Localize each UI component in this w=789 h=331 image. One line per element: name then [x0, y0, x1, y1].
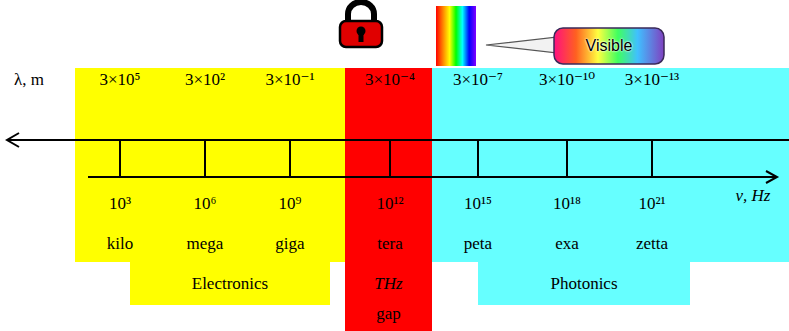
- si-prefix-holder: kilo: [107, 235, 133, 254]
- wavelength-value: 3×10²: [185, 71, 225, 90]
- electronics-bar: Electronics: [130, 262, 330, 305]
- wavelength-value-holder: 3×10⁻¹: [265, 71, 314, 90]
- node-title: Photonics: [550, 274, 617, 294]
- si-prefix: zetta: [636, 235, 668, 254]
- si-prefix-holder: mega: [187, 235, 224, 254]
- tick-mark: [389, 140, 391, 177]
- frequency-value: 10⁹: [279, 195, 302, 214]
- wavelength-value-holder: 3×10⁵: [99, 71, 140, 90]
- wavelength-value-holder: 3×10⁻⁷: [453, 71, 503, 90]
- node-text: gap: [376, 299, 401, 329]
- bubble-fill: [554, 28, 664, 64]
- si-prefix-holder: tera: [377, 235, 402, 254]
- padlock-icon: [340, 2, 382, 47]
- frequency-value: 10⁶: [194, 195, 217, 214]
- node-title: Electronics: [192, 274, 268, 294]
- tick-mark: [566, 140, 568, 177]
- si-prefix-holder: zetta: [636, 235, 668, 254]
- wavelength-value: 3×10⁵: [99, 71, 140, 90]
- axis-label: λ, m: [14, 71, 44, 90]
- padlock-body: [340, 21, 382, 47]
- wavelength-value: 3×10⁻⁴: [365, 71, 415, 90]
- frequency-value-holder: 10¹²: [376, 195, 403, 214]
- axis-arrowhead: [7, 133, 19, 147]
- si-prefix: mega: [187, 235, 224, 254]
- frequency-axis: [88, 176, 777, 178]
- node-title: THz: [374, 269, 402, 299]
- rainbow-strip: [436, 6, 476, 66]
- frequency-value-holder: 10⁶: [194, 195, 217, 214]
- si-prefix: kilo: [107, 235, 133, 254]
- wavelength-value-holder: 3×10⁻¹⁰: [539, 71, 595, 90]
- keyhole: [359, 32, 364, 42]
- wavelength-value-holder: 3×10²: [185, 71, 225, 90]
- si-prefix: tera: [377, 235, 402, 254]
- tick-mark: [119, 140, 121, 177]
- wavelength-axis: [7, 139, 789, 141]
- si-prefix-holder: peta: [464, 235, 492, 254]
- frequency-value: 10²¹: [638, 195, 665, 214]
- axis-ticks: [120, 140, 652, 177]
- node-title: Visible: [586, 37, 633, 55]
- wavelength-value: 3×10⁻⁷: [453, 71, 503, 90]
- frequency-value-holder: 10²¹: [638, 195, 665, 214]
- wavelength-value: 3×10⁻¹⁰: [539, 71, 595, 90]
- callout-pointer: [486, 37, 558, 53]
- frequency-value: 10¹⁸: [553, 195, 581, 214]
- keyhole: [357, 27, 366, 36]
- wavelength-value-holder: 3×10⁻¹³: [625, 71, 679, 90]
- frequency-value-holder: 10¹⁵: [464, 195, 492, 214]
- tick-mark: [204, 140, 206, 177]
- tick-mark: [477, 140, 479, 177]
- photonics-region: [432, 68, 789, 262]
- si-prefix: giga: [275, 235, 304, 254]
- frequency-value-holder: 10¹⁸: [553, 195, 581, 214]
- wavelength-value: 3×10⁻¹: [265, 71, 314, 90]
- tick-mark: [651, 140, 653, 177]
- axis-arrowhead: [766, 171, 777, 183]
- photonics-bar: Photonics: [478, 262, 690, 305]
- si-prefix-holder: giga: [275, 235, 304, 254]
- si-prefix: peta: [464, 235, 492, 254]
- frequency-value-holder: 10⁹: [279, 195, 302, 214]
- axis-label-holder: λ, m: [14, 71, 44, 90]
- callout-bubble: Visible: [553, 27, 665, 65]
- axis-label: ν, Hz: [736, 187, 771, 206]
- axis-label-holder: ν, Hz: [736, 187, 771, 206]
- wavelength-value-holder: 3×10⁻⁴: [365, 71, 415, 90]
- frequency-value-holder: 10³: [109, 195, 131, 214]
- padlock-shackle: [348, 2, 374, 24]
- frequency-value: 10¹²: [376, 195, 403, 214]
- electronics-region: [75, 68, 345, 262]
- si-prefix-holder: exa: [555, 235, 579, 254]
- tick-mark: [289, 140, 291, 177]
- wavelength-value: 3×10⁻¹³: [625, 71, 679, 90]
- si-prefix: exa: [555, 235, 579, 254]
- frequency-value: 10³: [109, 195, 131, 214]
- frequency-value: 10¹⁵: [464, 195, 492, 214]
